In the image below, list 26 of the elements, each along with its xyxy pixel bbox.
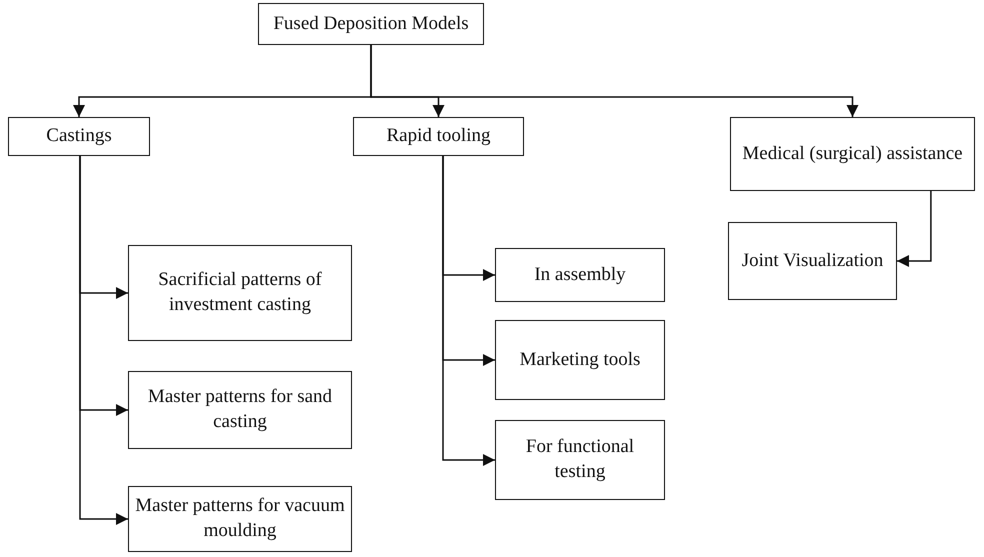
process-box xyxy=(495,420,665,500)
process-box xyxy=(258,3,484,45)
arrow xyxy=(79,156,128,525)
process-box xyxy=(730,117,975,191)
arrow xyxy=(442,156,495,466)
arrow xyxy=(897,191,932,267)
node-label: In assembly xyxy=(534,262,626,287)
node-label: Sacrificial patterns of investment casting xyxy=(157,268,323,317)
node-label: Master patterns for sand casting xyxy=(146,385,334,434)
arrow xyxy=(370,45,858,117)
node-label: Marketing tools xyxy=(520,348,640,372)
node-label: Medical (surgical) assistance xyxy=(742,142,963,166)
node-label: Castings xyxy=(46,124,112,148)
process-box xyxy=(128,245,352,341)
process-box xyxy=(128,486,352,552)
process-box xyxy=(495,248,665,302)
node-label: For functional testing xyxy=(524,435,636,484)
process-box xyxy=(728,222,897,300)
process-box xyxy=(128,371,352,449)
node-label: Fused Deposition Models xyxy=(273,12,469,36)
process-box xyxy=(495,320,665,400)
process-box xyxy=(8,117,150,156)
node-label: Rapid tooling xyxy=(386,124,490,148)
node-label: Master patterns for vacuum moulding xyxy=(135,494,345,543)
process-box xyxy=(353,117,524,156)
node-label: Joint Visualization xyxy=(742,248,884,273)
